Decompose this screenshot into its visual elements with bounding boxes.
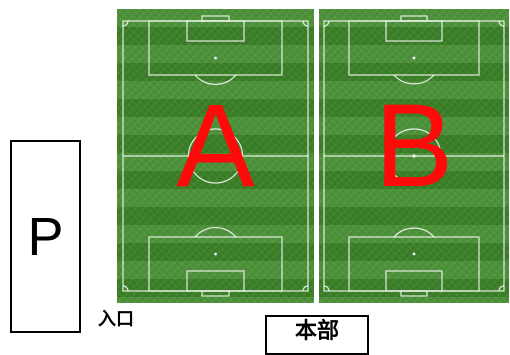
headquarters-tent: 本部 (265, 315, 369, 355)
field-a: A (117, 9, 314, 303)
headquarters-label: 本部 (294, 319, 339, 344)
field-a-label: A (176, 80, 255, 212)
parking-label: P (27, 206, 64, 267)
field-b: B (319, 9, 509, 303)
pitch-markings-a (122, 15, 309, 297)
pitch-markings-b (323, 15, 505, 297)
field-b-label: B (374, 80, 454, 212)
entrance-label: 入口 (98, 309, 134, 330)
parking-area: P (10, 140, 81, 333)
